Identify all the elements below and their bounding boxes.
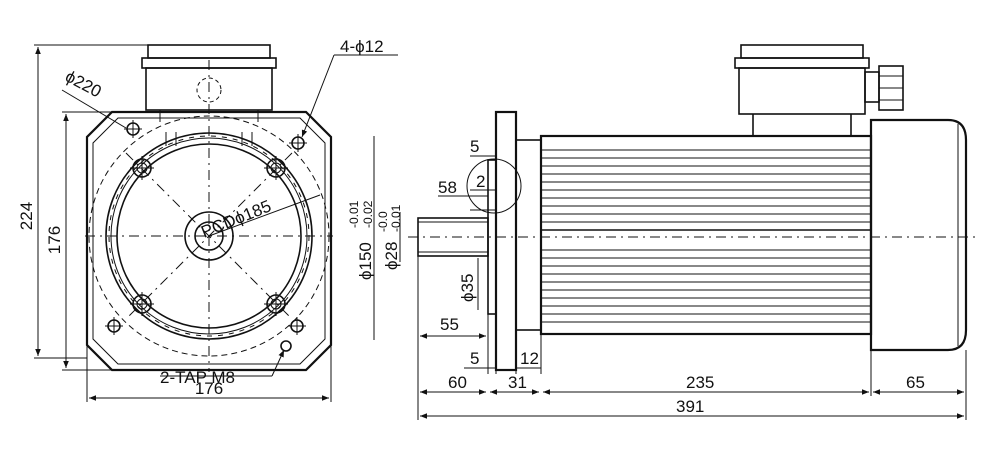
cooling-fins [541,149,871,323]
bolt-holes-label: 4-ϕ12 [340,37,384,56]
dia-220-leader [61,89,127,129]
dim-12-label: 12 [520,349,539,368]
dim-5-top-label: 5 [470,137,479,156]
dia-28-tol-upper: -0.0 [376,211,390,232]
front-terminal-lid [147,44,271,59]
dia-28-label: ϕ28 [382,242,401,270]
dia-28-tol-lower: -0.01 [389,204,403,232]
side-view: 2 5 58 ϕ150 -0.01 -0.02 ϕ28 -0.0 -0.01 ϕ… [347,44,980,420]
front-terminal-knockout [196,77,222,103]
dia-150-tol-lower: -0.02 [361,200,375,228]
side-terminal-lid [740,44,864,59]
dim-55-label: 55 [440,315,459,334]
detail-ref-label: 2 [476,172,485,191]
cable-gland [864,65,904,111]
dim-31-label: 31 [508,373,527,392]
front-flange-inner [92,117,326,365]
side-terminal-box [738,67,866,115]
dia-35-label: ϕ35 [458,274,477,302]
tap-holes [130,156,288,316]
rear-cover [869,118,968,352]
front-flange-outline [85,110,333,372]
dim-391-label: 391 [676,397,704,416]
dia-150-tol-upper: -0.01 [347,200,361,228]
dim-5-bottom-label: 5 [470,349,479,368]
dim-235-label: 235 [686,373,714,392]
width-176-label: 176 [195,379,223,398]
side-flange [494,110,518,372]
corner-bolt-holes [105,120,307,352]
dim-60-label: 60 [448,373,467,392]
dia-150-label: ϕ150 [356,242,375,280]
pcd-label: PCDϕ185 [198,196,274,241]
tap-label: 2-TAP M8 [160,368,235,387]
height-176-label: 176 [45,226,64,254]
dia-220-label: ϕ220 [62,67,104,102]
height-224-label: 224 [17,202,36,230]
dim-58-label: 58 [438,178,457,197]
front-view: ϕ220 4-ϕ12 PCDϕ185 2-TAP M8 224 176 176 [17,37,398,402]
dim-65-label: 65 [906,373,925,392]
detail-circle [466,158,522,214]
